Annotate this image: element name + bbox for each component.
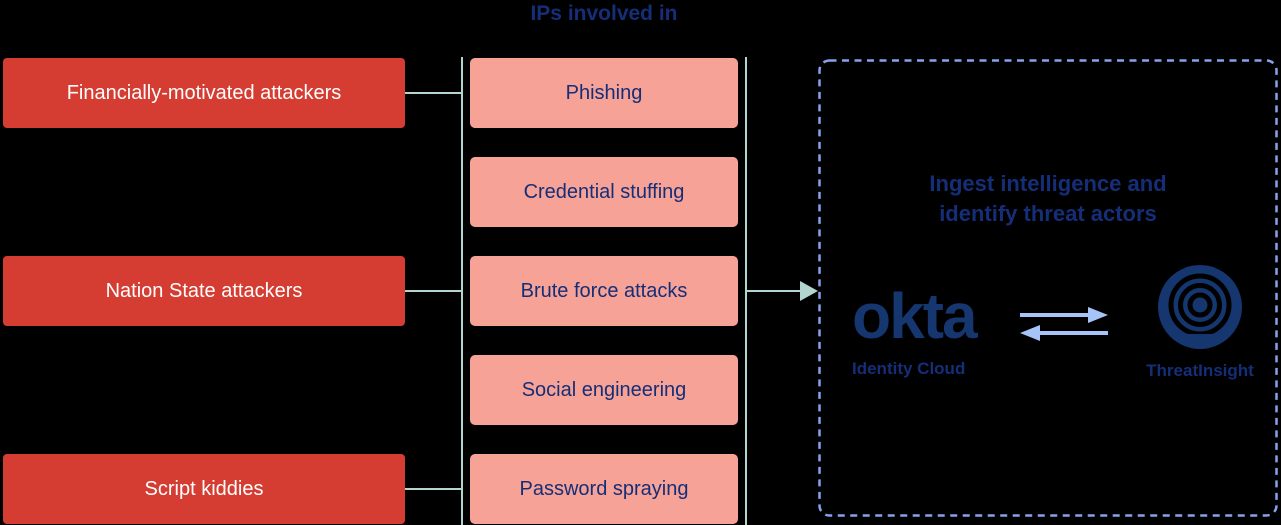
- attacker-label: Financially-motivated attackers: [66, 81, 342, 104]
- method-box-phishing: Phishing: [470, 58, 738, 128]
- threatinsight-label: ThreatInsight: [1146, 361, 1254, 380]
- threatinsight-logo: [1156, 263, 1244, 356]
- method-label: Credential stuffing: [523, 180, 685, 203]
- okta-logo: okta Identity Cloud: [852, 280, 1022, 379]
- panel-heading-line2: identify threat actors: [939, 201, 1157, 226]
- column-title: IPs involved in: [530, 2, 678, 25]
- okta-subtitle: Identity Cloud: [852, 359, 966, 378]
- method-label: Password spraying: [519, 477, 689, 500]
- intelligence-panel: Ingest intelligence and identify threat …: [818, 59, 1278, 517]
- method-box-brute-force: Brute force attacks: [470, 256, 738, 326]
- panel-heading: Ingest intelligence and identify threat …: [818, 169, 1278, 229]
- method-box-password-spraying: Password spraying: [470, 454, 738, 524]
- method-label: Brute force attacks: [520, 279, 688, 302]
- attacker-box-script-kiddies: Script kiddies: [3, 454, 405, 524]
- sync-arrows-icon: [1020, 307, 1108, 341]
- okta-wordmark: okta: [852, 280, 978, 352]
- flow-arrow-head-icon: [800, 281, 818, 301]
- method-label: Phishing: [565, 81, 643, 104]
- method-label: Social engineering: [521, 378, 687, 401]
- threatinsight-icon: [1158, 265, 1242, 349]
- attacker-label: Nation State attackers: [105, 279, 303, 302]
- panel-heading-line1: Ingest intelligence and: [929, 171, 1167, 196]
- attacker-label: Script kiddies: [144, 477, 264, 500]
- dashed-border: [818, 59, 1278, 517]
- method-box-social-engineering: Social engineering: [470, 355, 738, 425]
- attacker-box-financial: Financially-motivated attackers: [3, 58, 405, 128]
- attacker-box-nation-state: Nation State attackers: [3, 256, 405, 326]
- method-box-credential-stuffing: Credential stuffing: [470, 157, 738, 227]
